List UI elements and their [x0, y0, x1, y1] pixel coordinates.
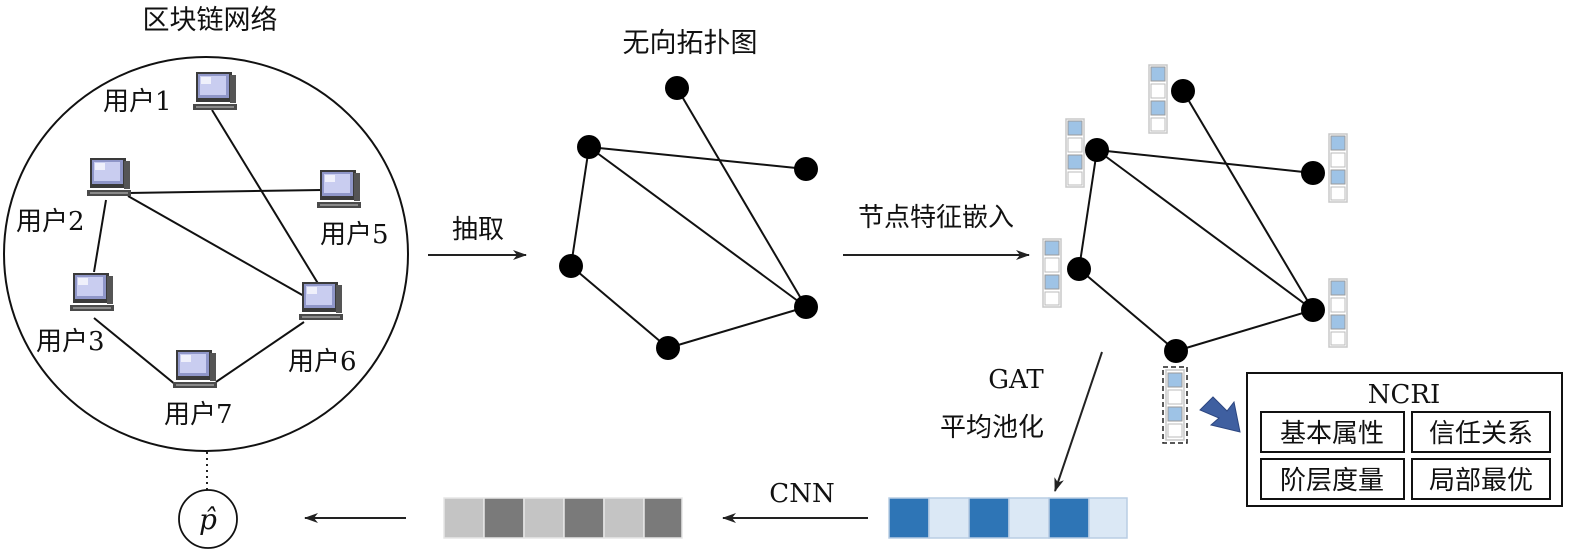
embedded-node: [1164, 339, 1188, 363]
embedded-node: [1067, 257, 1091, 281]
computer-icon-user5: [317, 170, 361, 208]
feature-vector: [1065, 118, 1085, 188]
embedded-node: [1171, 79, 1195, 103]
embedded-node: [1085, 138, 1109, 162]
feature-vector: [1328, 133, 1348, 203]
feature-vector: [1042, 238, 1062, 308]
user-label-7: 用户7: [164, 400, 233, 430]
gat-label: GAT: [988, 365, 1044, 395]
output-circle: [178, 489, 238, 549]
topology-node: [794, 295, 818, 319]
ncri-item: 局部最优: [1429, 466, 1533, 496]
computer-icon-user7: [173, 350, 217, 388]
topology-node: [794, 157, 818, 181]
feature-vector: [1328, 278, 1348, 348]
extract-label: 抽取: [452, 215, 504, 245]
ncri-item: 信任关系: [1429, 419, 1533, 449]
user-label-1: 用户1: [103, 87, 172, 117]
embedded-edges: [1078, 90, 1314, 352]
cnn-vector: [443, 497, 683, 539]
network-edges: [93, 109, 323, 386]
user-label-2: 用户2: [16, 207, 85, 237]
embedded-node: [1301, 161, 1325, 185]
gat-arrow: [1054, 351, 1103, 492]
cnn-label: CNN: [769, 479, 834, 509]
embed-label: 节点特征嵌入: [858, 203, 1014, 233]
computer-icon-user1: [193, 72, 237, 110]
feature-vector: [1148, 64, 1168, 134]
topology-node: [559, 254, 583, 278]
topology-nodes: [559, 76, 818, 360]
topology-edges: [570, 87, 807, 349]
topology-title: 无向拓扑图: [623, 28, 758, 59]
embedded-nodes: [1067, 79, 1325, 363]
embedded-node: [1301, 298, 1325, 322]
network-title: 区块链网络: [143, 5, 278, 36]
topology-node: [656, 336, 680, 360]
user-label-3: 用户3: [36, 327, 105, 357]
user-label-5: 用户5: [320, 220, 389, 250]
pool-label: 平均池化: [940, 413, 1044, 443]
ncri-item: 阶层度量: [1280, 466, 1384, 496]
topology-node: [577, 135, 601, 159]
ncri-box: NCRI 基本属性 信任关系 阶层度量 局部最优: [1246, 372, 1563, 507]
pooled-vector: [888, 497, 1128, 539]
output-symbol: p̂: [199, 503, 217, 536]
computer-icon-user3: [70, 273, 114, 311]
ncri-title: NCRI: [1368, 380, 1441, 410]
topology-node: [665, 76, 689, 100]
computer-icon-user6: [299, 282, 343, 320]
user-label-6: 用户6: [288, 347, 357, 377]
computer-icon-user2: [87, 158, 131, 196]
blue-arrow-icon: [1199, 396, 1241, 433]
ncri-item: 基本属性: [1280, 419, 1384, 449]
feature-vector-highlighted: [1162, 366, 1188, 444]
network-circle: [3, 56, 409, 452]
